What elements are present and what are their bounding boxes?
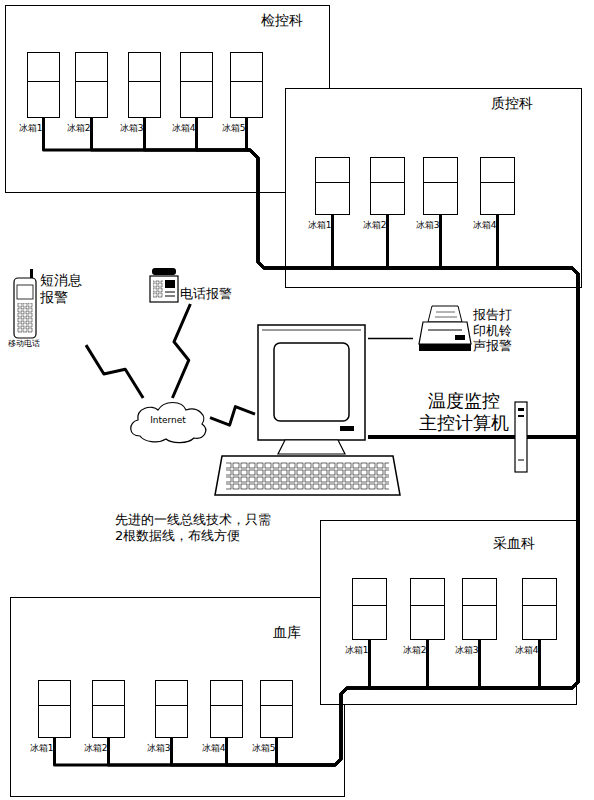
fridge-box: 冰箱3 [128,52,161,118]
fridge-label: 冰箱2 [398,645,427,656]
master-computer: 温度监控 主控计算机 [255,322,368,497]
fridge-box: 冰箱3 [155,680,188,738]
fridge-box: 冰箱4 [480,157,515,215]
mobile-phone-icon [14,269,36,338]
cloud-label: Internet [126,415,210,426]
fridge-box: 冰箱2 [410,578,445,640]
keyboard-icon [215,456,400,495]
printer-alarm: 报告打印机铃声报警 [413,303,473,355]
fridge-box: 冰箱5 [260,680,293,738]
computer-label: 温度监控 主控计算机 [418,390,510,433]
fridge-box: 冰箱1 [352,578,387,640]
fridge-box: 冰箱2 [92,680,125,738]
fridge-box: 冰箱4 [210,680,243,738]
fridge-box: 冰箱1 [27,52,60,118]
freezer-divider [181,81,212,82]
device-label: 移动电话 [8,339,52,349]
freezer-divider [481,182,514,183]
fridge-label: 冰箱5 [217,123,246,134]
monitor-icon [258,325,365,454]
telephone-alarm: 电话报警 [148,266,240,304]
fridge-box: 冰箱3 [423,157,458,215]
fridge-box: 冰箱1 [315,157,350,215]
department-box: 采血科冰箱1 冰箱2 冰箱3 冰箱4 [320,520,577,705]
department-title: 质控科 [491,95,551,112]
fridge-label: 冰箱3 [115,123,144,134]
department-box: 血库冰箱1冰箱2冰箱3冰箱4冰箱5 [10,597,345,797]
freezer-divider [371,182,404,183]
freezer-divider [76,81,107,82]
fridge-box: 冰箱4 [522,578,557,640]
printer-icon [419,306,471,351]
fridge-label: 冰箱3 [450,645,479,656]
freezer-divider [353,605,386,606]
fridge-label: 冰箱4 [468,220,497,231]
alarm-label: 报告打印机铃声报警 [473,307,515,354]
printer-cable [368,338,413,340]
freezer-divider [211,705,242,706]
fridge-label: 冰箱4 [510,645,539,656]
fridge-box: 冰箱5 [230,52,263,118]
freezer-divider [39,705,70,706]
freezer-divider [261,705,292,706]
internet-cloud: Internet [126,398,210,444]
freezer-divider [316,182,349,183]
fridge-label: 冰箱2 [79,743,108,754]
fridge-label: 冰箱1 [340,645,369,656]
alarm-label: 电话报警 [180,286,240,302]
fridge-label: 冰箱3 [411,220,440,231]
wireless-link [86,345,143,398]
fridge-box: 冰箱2 [75,52,108,118]
freezer-divider [424,182,457,183]
wireless-link [210,407,255,426]
fridge-label: 冰箱3 [142,743,171,754]
freezer-divider [231,81,262,82]
department-title: 采血科 [493,535,553,552]
department-box: 质控科冰箱1 冰箱2 冰箱3 冰箱4 [285,88,582,288]
fridge-label: 冰箱1 [25,743,54,754]
freezer-divider [411,605,444,606]
freezer-divider [463,605,496,606]
freezer-divider [93,705,124,706]
fridge-label: 冰箱2 [62,123,91,134]
freezer-divider [28,81,59,82]
department-box: 检控科冰箱1冰箱2冰箱3冰箱4冰箱5 [5,5,330,193]
wireless-link [172,304,190,398]
fridge-label: 冰箱4 [197,743,226,754]
fridge-box: 冰箱3 [462,578,497,640]
bus-note: 先进的一线总线技术，只需2根数据线，布线方便 [115,512,273,543]
fridge-label: 冰箱4 [167,123,196,134]
alarm-label: 短消息报警 [40,272,86,306]
freezer-divider [129,81,160,82]
fridge-box: 冰箱1 [38,680,71,738]
fridge-label: 冰箱5 [247,743,276,754]
fridge-label: 冰箱1 [303,220,332,231]
department-title: 检控科 [261,12,321,29]
fridge-label: 冰箱1 [14,123,43,134]
fridge-label: 冰箱2 [358,220,387,231]
mobile-phone-alarm: 短消息报警移动电话 [8,268,86,350]
fridge-box: 冰箱4 [180,52,213,118]
telephone-icon [150,268,178,302]
freezer-divider [523,605,556,606]
fridge-box: 冰箱2 [370,157,405,215]
freezer-divider [156,705,187,706]
